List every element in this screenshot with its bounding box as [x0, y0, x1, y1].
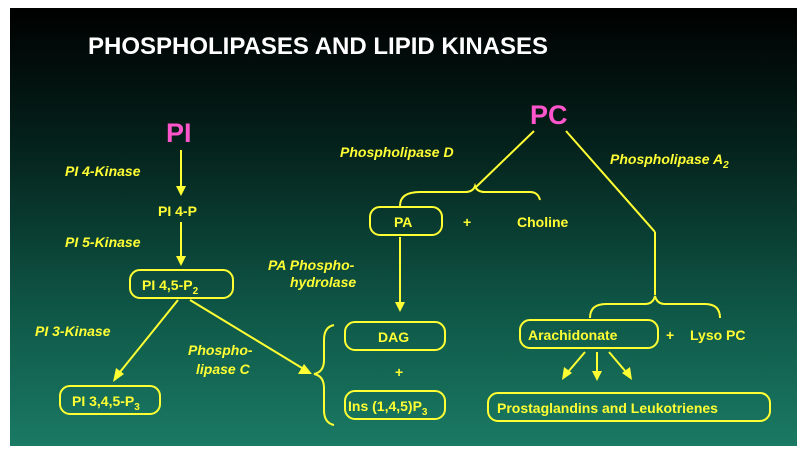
enzyme-pap-line1: PA Phospho- [268, 257, 355, 273]
enzyme-pap-line2: hydrolase [290, 274, 356, 290]
enzyme-pi3-kinase: PI 3-Kinase [35, 323, 111, 339]
arrow-pi45p2-to-plc-products [189, 299, 303, 369]
slide-title: PHOSPHOLIPASES AND LIPID KINASES [88, 33, 548, 60]
enzyme-plc-line1: Phospho- [188, 342, 253, 358]
enzyme-pi4-kinase: PI 4-Kinase [65, 163, 141, 179]
brace-plc-products [313, 324, 335, 426]
arrowhead-pi345p3 [113, 368, 124, 382]
box-dag [344, 321, 446, 351]
arrowhead-arach-left [562, 367, 572, 380]
node-pi: PI [166, 118, 192, 148]
box-ins145p3 [344, 390, 446, 420]
node-choline: Choline [517, 214, 569, 230]
enzyme-phospholipase-a2: Phospholipase A2 [610, 151, 729, 171]
node-pi4p: PI 4-P [158, 203, 197, 219]
line-pc-to-pla2 [565, 130, 656, 233]
enzyme-phospholipase-d: Phospholipase D [340, 144, 454, 160]
box-prostaglandins [487, 392, 771, 422]
arrow-arach-right [608, 351, 627, 373]
arrowhead-arach-right [622, 367, 632, 380]
line-pc-to-pld-split [474, 130, 535, 189]
node-pc: PC [530, 100, 568, 130]
slide-background [10, 8, 797, 446]
arrow-pi45p2-to-pi345p3 [119, 299, 179, 373]
node-dag: DAG [378, 329, 409, 345]
arrowhead-arach-mid [592, 371, 602, 381]
arrowhead-dag [395, 302, 405, 312]
box-pi345p3 [59, 385, 161, 415]
arrowhead-plc [298, 364, 312, 374]
brace-pld-products [399, 182, 541, 207]
plus-pa-choline: + [463, 214, 471, 230]
box-pi45p2 [129, 269, 234, 299]
arrowhead-pi4p [176, 186, 186, 196]
box-arachidonate [519, 319, 659, 349]
node-prostaglandins: Prostaglandins and Leukotrienes [497, 400, 718, 416]
node-ins145p3: Ins (1,4,5)P3 [348, 398, 428, 418]
enzyme-pi5-kinase: PI 5-Kinase [65, 234, 141, 250]
plus-arach-lysopc: + [666, 327, 674, 343]
box-pa [369, 206, 443, 236]
enzyme-plc-line2: lipase C [196, 361, 251, 377]
node-pa: PA [394, 214, 412, 230]
arrow-arach-left [567, 351, 586, 373]
node-pi45p2: PI 4,5-P2 [142, 277, 199, 297]
brace-pla2-products [589, 295, 721, 319]
plus-dag-ins: + [395, 364, 403, 380]
arrowhead-pi45p2 [176, 256, 186, 266]
node-pi345p3: PI 3,4,5-P3 [72, 393, 140, 413]
node-lyso-pc: Lyso PC [690, 327, 746, 343]
node-arachidonate: Arachidonate [528, 327, 618, 343]
